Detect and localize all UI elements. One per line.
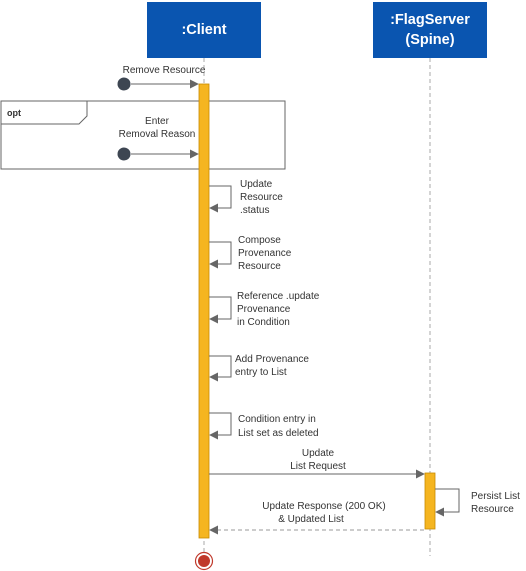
update-status-label-line2: Resource <box>240 192 283 203</box>
reference-update-self-message: Reference .update Provenance in Conditio… <box>209 291 320 328</box>
opt-fragment-label: opt <box>7 108 21 118</box>
persist-label-line1: Persist List <box>471 491 520 502</box>
persist-list-arrow <box>435 488 460 517</box>
opt-fragment-tab <box>1 100 88 125</box>
client-header-box <box>147 2 261 58</box>
update-status-arrow <box>209 185 232 213</box>
add-provenance-self-message: Add Provenance entry to List <box>209 354 309 382</box>
response-label-line1: Update Response (200 OK) <box>262 501 385 512</box>
compose-label-line2: Provenance <box>238 248 292 259</box>
update-status-label-line3: .status <box>240 205 269 216</box>
reason-start-dot <box>117 147 131 161</box>
client-header-label: :Client <box>181 22 226 38</box>
update-list-label-line2: List Request <box>290 461 346 472</box>
server-participant: :FlagServer (Spine) <box>373 2 487 58</box>
opt-fragment: opt <box>0 100 286 170</box>
compose-label-line3: Resource <box>238 261 281 272</box>
client-participant: :Client <box>147 2 261 58</box>
reference-label-line2: Provenance <box>237 304 291 315</box>
condition-deleted-self-message: Condition entry in List set as deleted <box>209 412 319 440</box>
server-activation-bar <box>424 472 436 530</box>
enter-reason-message: Enter Removal Reason <box>117 116 199 161</box>
server-header-label-line2: (Spine) <box>405 32 454 48</box>
update-status-self-message: Update Resource .status <box>209 179 283 216</box>
add-provenance-arrow <box>209 355 232 382</box>
found-message-start-dot <box>117 77 131 91</box>
enter-reason-label-line2: Removal Reason <box>119 129 196 140</box>
end-node-dot <box>198 555 210 567</box>
enter-reason-label-line1: Enter <box>145 116 170 127</box>
compose-provenance-self-message: Compose Provenance Resource <box>209 235 292 272</box>
reference-update-arrow <box>209 296 232 324</box>
cond-label-line1: Condition entry in <box>238 414 316 425</box>
persist-label-line2: Resource <box>471 504 514 515</box>
update-list-request-message: Update List Request <box>209 448 425 479</box>
update-list-label-line1: Update <box>302 448 335 459</box>
update-response-message: Update Response (200 OK) & Updated List <box>209 501 424 535</box>
update-status-label-line1: Update <box>240 179 273 190</box>
compose-label-line1: Compose <box>238 235 281 246</box>
add-prov-label-line1: Add Provenance <box>235 354 309 365</box>
persist-list-self-message: Persist List Resource <box>435 488 520 517</box>
remove-resource-message: Remove Resource <box>117 65 206 91</box>
server-header-label-line1: :FlagServer <box>390 12 470 28</box>
end-node <box>194 551 214 571</box>
opt-fragment-box <box>0 100 286 170</box>
client-activation-bar <box>198 83 210 539</box>
condition-deleted-arrow <box>209 412 232 440</box>
reference-label-line1: Reference .update <box>237 291 320 302</box>
cond-label-line2: List set as deleted <box>238 428 319 439</box>
compose-provenance-arrow <box>209 241 232 269</box>
add-prov-label-line2: entry to List <box>235 367 287 378</box>
response-label-line2: & Updated List <box>278 514 344 525</box>
remove-resource-label: Remove Resource <box>123 65 206 76</box>
server-header-box <box>373 2 487 58</box>
reference-label-line3: in Condition <box>237 317 290 328</box>
